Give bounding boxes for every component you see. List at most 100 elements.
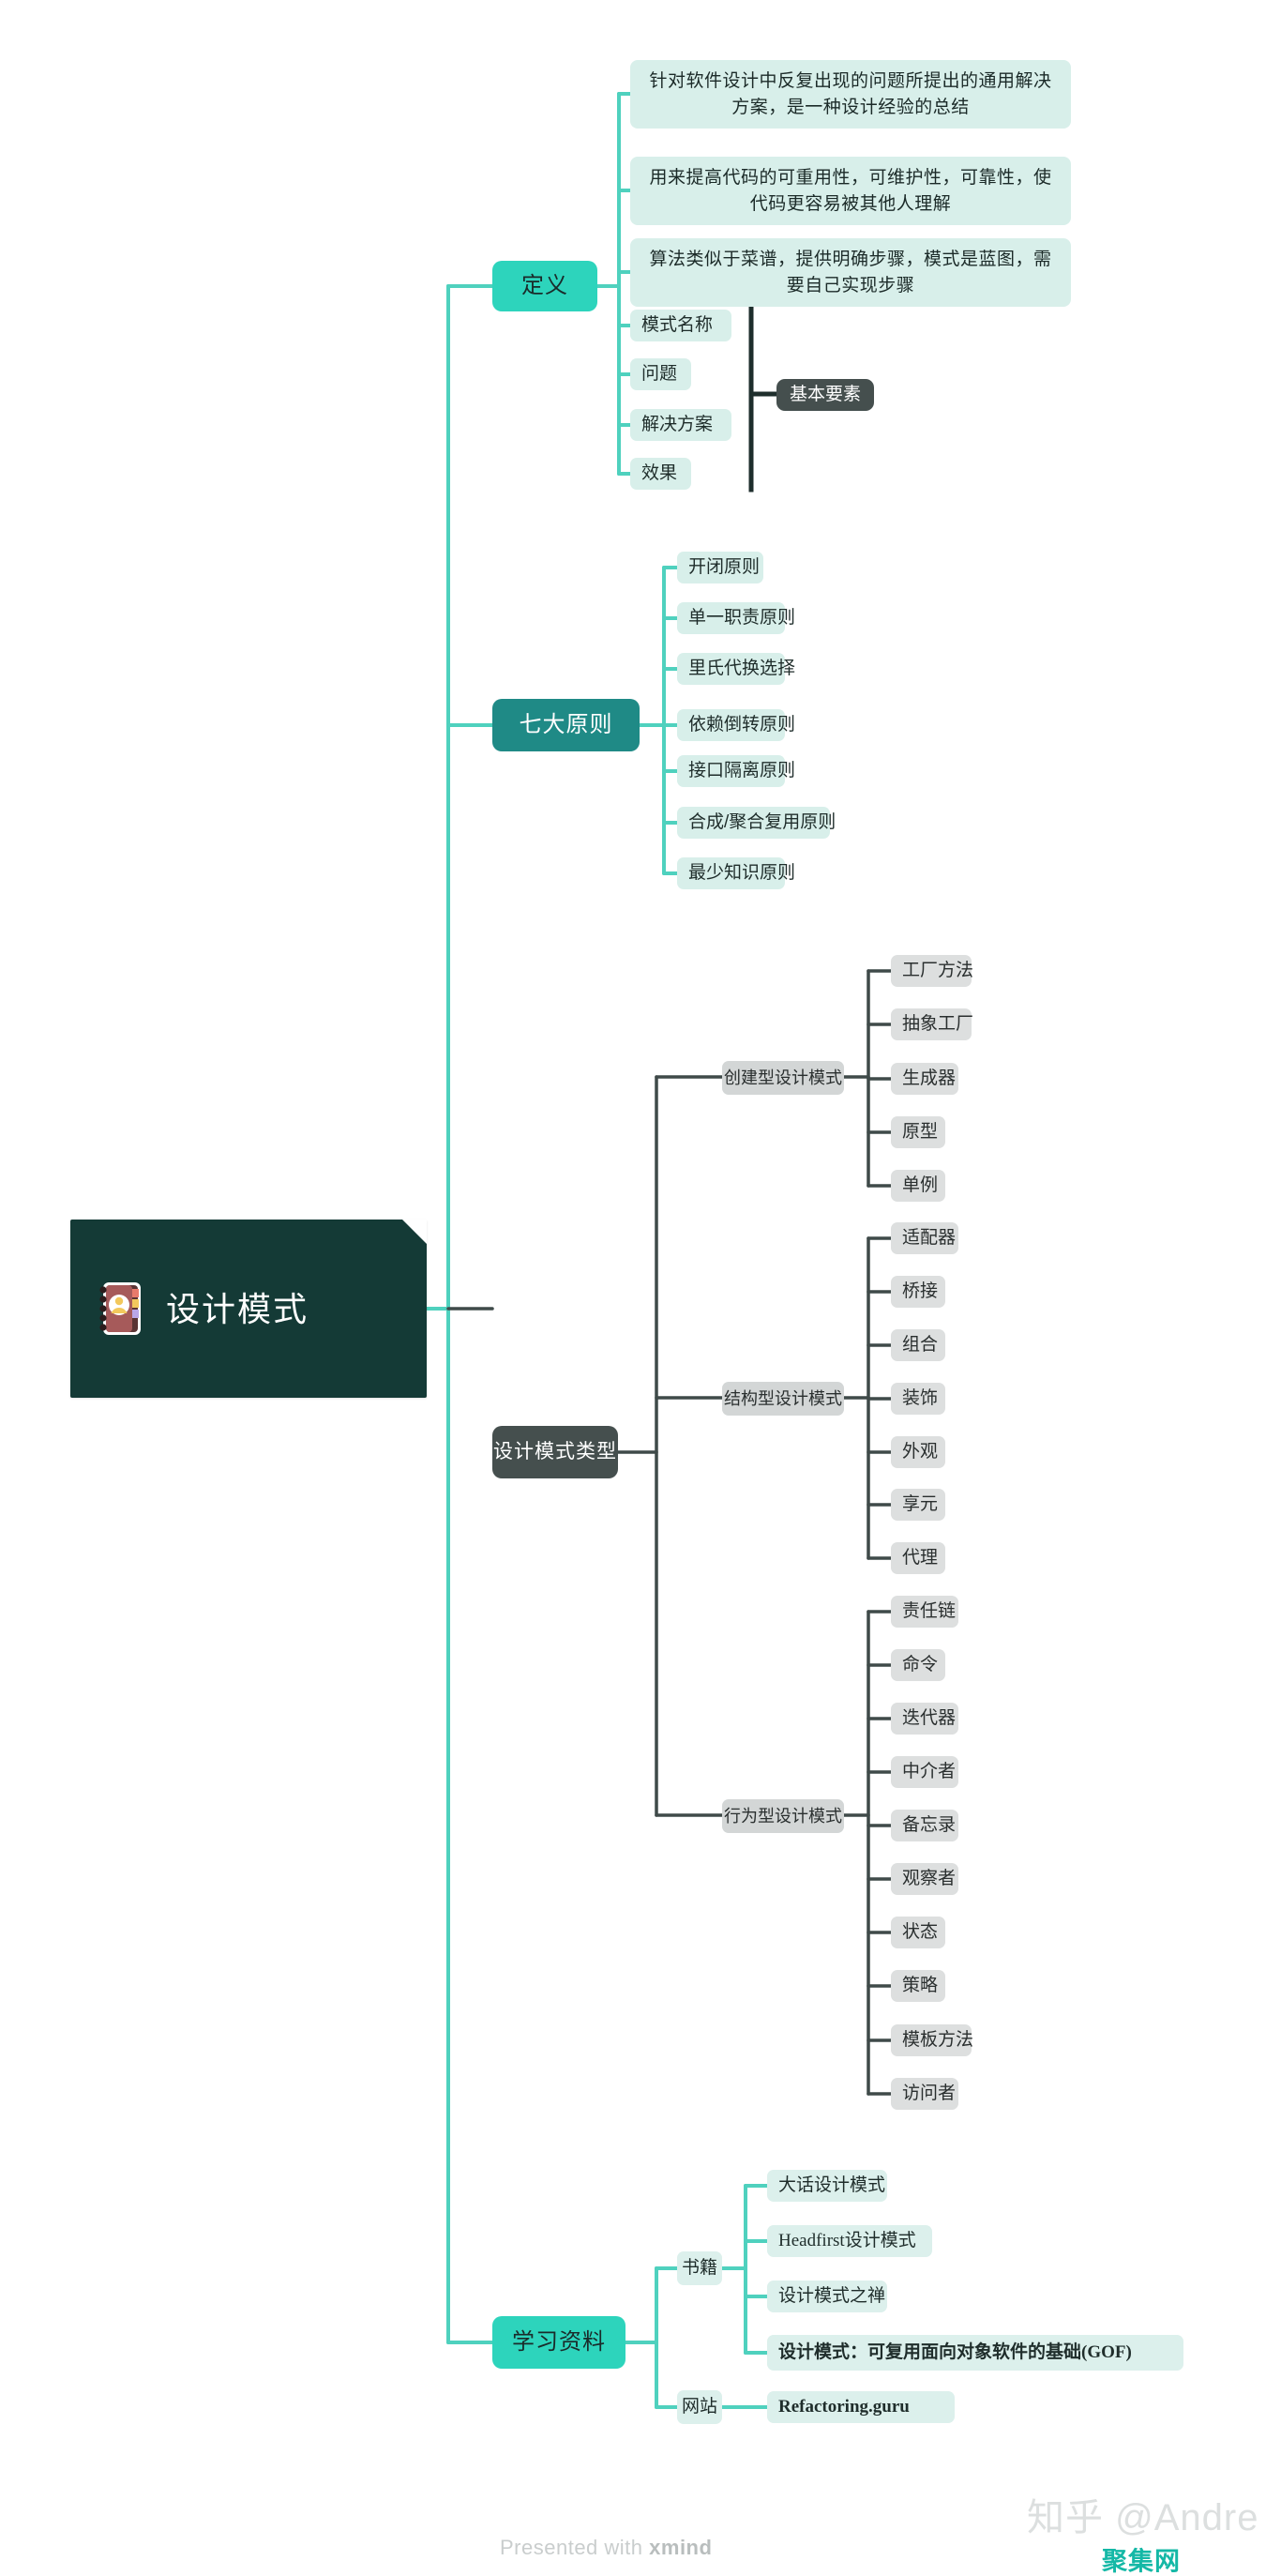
pattern-behavioral-5[interactable]: 观察者 — [891, 1863, 958, 1895]
book-0[interactable]: 大话设计模式 — [767, 2170, 887, 2202]
pattern-behavioral-4[interactable]: 备忘录 — [891, 1810, 958, 1841]
definition-paragraph-2-text: 用来提高代码的可重用性，可维护性，可靠性，使代码更容易被其他人理解 — [630, 157, 1071, 226]
pattern-behavioral-3-label: 中介者 — [902, 1762, 957, 1782]
group-websites-label: 网站 — [682, 2397, 718, 2417]
principle-2[interactable]: 里氏代换选择 — [677, 653, 795, 685]
book-3-label: 设计模式：可复用面向对象软件的基础(GOF) — [778, 2342, 1132, 2363]
principle-2-label: 里氏代换选择 — [688, 659, 796, 679]
pattern-structural-5-label: 享元 — [902, 1494, 939, 1515]
principle-6-label: 最少知识原则 — [688, 863, 796, 884]
pattern-behavioral-4-label: 备忘录 — [902, 1815, 957, 1836]
pattern-structural-4[interactable]: 外观 — [891, 1436, 945, 1468]
pattern-behavioral-9[interactable]: 访问者 — [891, 2078, 958, 2110]
root-node[interactable]: 设计模式 — [70, 1220, 427, 1398]
pattern-structural-1[interactable]: 桥接 — [891, 1276, 945, 1308]
watermark-primary-text: 知乎 @Andre — [1027, 2497, 1259, 2538]
branch-types[interactable]: 设计模式类型 — [492, 1426, 618, 1478]
principle-5[interactable]: 合成/聚合复用原则 — [677, 807, 836, 839]
pattern-creational-4[interactable]: 单例 — [891, 1170, 945, 1202]
book-2[interactable]: 设计模式之禅 — [767, 2281, 887, 2312]
definition-element-1[interactable]: 问题 — [630, 358, 691, 390]
book-1[interactable]: Headfirst设计模式 — [767, 2225, 932, 2257]
pattern-behavioral-2[interactable]: 迭代器 — [891, 1703, 958, 1735]
pattern-creational-0-label: 工厂方法 — [902, 961, 974, 981]
pattern-creational-1[interactable]: 抽象工厂 — [891, 1008, 974, 1040]
footer-brand: xmind — [649, 2536, 713, 2559]
pattern-creational-2[interactable]: 生成器 — [891, 1063, 958, 1095]
group-behavioral[interactable]: 行为型设计模式 — [722, 1799, 844, 1833]
pattern-behavioral-6[interactable]: 状态 — [891, 1917, 945, 1948]
pattern-creational-3[interactable]: 原型 — [891, 1116, 945, 1148]
definition-paragraph-3[interactable]: 算法类似于菜谱，提供明确步骤，模式是蓝图，需要自己实现步骤 — [630, 238, 1071, 308]
definition-summary-text: 基本要素 — [790, 385, 862, 405]
watermark-primary: 知乎 @Andre — [1027, 2487, 1258, 2541]
definition-element-1-label: 问题 — [641, 364, 678, 385]
root-label: 设计模式 — [166, 1289, 309, 1328]
pattern-behavioral-2-label: 迭代器 — [902, 1708, 957, 1729]
definition-paragraph-1[interactable]: 针对软件设计中反复出现的问题所提出的通用解决方案，是一种设计经验的总结 — [630, 60, 1071, 129]
definition-element-2-label: 解决方案 — [641, 415, 714, 435]
branch-resources-label: 学习资料 — [512, 2329, 606, 2355]
principle-5-label: 合成/聚合复用原则 — [688, 812, 836, 833]
footer-attribution: Presented with xmind — [500, 2536, 712, 2560]
definition-paragraph-1-text: 针对软件设计中反复出现的问题所提出的通用解决方案，是一种设计经验的总结 — [630, 60, 1071, 129]
definition-paragraph-3-text: 算法类似于菜谱，提供明确步骤，模式是蓝图，需要自己实现步骤 — [630, 238, 1071, 308]
principle-0[interactable]: 开闭原则 — [677, 552, 763, 583]
definition-paragraph-2[interactable]: 用来提高代码的可重用性，可维护性，可靠性，使代码更容易被其他人理解 — [630, 157, 1071, 226]
principle-1[interactable]: 单一职责原则 — [677, 602, 795, 634]
principle-1-label: 单一职责原则 — [688, 608, 796, 629]
pattern-creational-1-label: 抽象工厂 — [902, 1014, 974, 1035]
pattern-structural-2-label: 组合 — [902, 1335, 939, 1356]
pattern-creational-0[interactable]: 工厂方法 — [891, 955, 974, 987]
pattern-behavioral-3[interactable]: 中介者 — [891, 1756, 958, 1788]
book-1-label: Headfirst设计模式 — [778, 2231, 916, 2251]
group-creational-label: 创建型设计模式 — [724, 1068, 842, 1087]
definition-element-3[interactable]: 效果 — [630, 458, 691, 490]
pattern-behavioral-7-label: 策略 — [902, 1976, 939, 1996]
pattern-structural-6[interactable]: 代理 — [891, 1542, 945, 1574]
branch-definition[interactable]: 定义 — [492, 261, 597, 311]
definition-element-0[interactable]: 模式名称 — [630, 310, 731, 341]
branch-principles[interactable]: 七大原则 — [492, 699, 640, 751]
branch-principles-label: 七大原则 — [519, 712, 613, 737]
book-3[interactable]: 设计模式：可复用面向对象软件的基础(GOF) — [767, 2335, 1183, 2371]
definition-summary-label[interactable]: 基本要素 — [776, 379, 875, 411]
group-books[interactable]: 书籍 — [677, 2251, 722, 2285]
principle-4[interactable]: 接口隔离原则 — [677, 755, 795, 787]
pattern-structural-3-label: 装饰 — [902, 1388, 939, 1409]
pattern-creational-4-label: 单例 — [902, 1175, 939, 1196]
principle-3-label: 依赖倒转原则 — [688, 715, 796, 735]
pattern-structural-3[interactable]: 装饰 — [891, 1383, 945, 1415]
pattern-structural-4-label: 外观 — [902, 1442, 939, 1462]
pattern-behavioral-9-label: 访问者 — [902, 2084, 957, 2104]
principle-6[interactable]: 最少知识原则 — [677, 857, 795, 889]
pattern-behavioral-1[interactable]: 命令 — [891, 1649, 945, 1681]
definition-element-2[interactable]: 解决方案 — [630, 409, 731, 441]
website-0[interactable]: Refactoring.guru — [767, 2391, 955, 2423]
pattern-behavioral-8[interactable]: 模板方法 — [891, 2024, 973, 2056]
group-books-label: 书籍 — [682, 2258, 718, 2279]
pattern-structural-6-label: 代理 — [902, 1548, 939, 1568]
address-book-icon — [95, 1280, 147, 1338]
pattern-behavioral-6-label: 状态 — [902, 1922, 939, 1943]
group-creational[interactable]: 创建型设计模式 — [722, 1061, 844, 1095]
pattern-structural-0[interactable]: 适配器 — [891, 1222, 958, 1254]
pattern-structural-5[interactable]: 享元 — [891, 1489, 945, 1521]
pattern-behavioral-0-label: 责任链 — [902, 1601, 957, 1622]
group-websites[interactable]: 网站 — [677, 2390, 722, 2424]
definition-element-0-label: 模式名称 — [641, 315, 714, 336]
folded-corner-decoration — [402, 1220, 427, 1244]
pattern-behavioral-1-label: 命令 — [902, 1655, 939, 1675]
principle-3[interactable]: 依赖倒转原则 — [677, 709, 795, 741]
pattern-structural-1-label: 桥接 — [902, 1281, 939, 1302]
pattern-structural-2[interactable]: 组合 — [891, 1329, 945, 1361]
watermark-secondary: 聚集网 — [1102, 2541, 1181, 2576]
branch-resources[interactable]: 学习资料 — [492, 2316, 625, 2369]
footer-prefix: Presented with — [500, 2536, 650, 2559]
group-structural[interactable]: 结构型设计模式 — [722, 1382, 844, 1416]
pattern-behavioral-0[interactable]: 责任链 — [891, 1596, 958, 1628]
branch-types-label: 设计模式类型 — [493, 1440, 617, 1462]
website-0-label: Refactoring.guru — [778, 2397, 910, 2417]
pattern-behavioral-7[interactable]: 策略 — [891, 1970, 945, 2002]
